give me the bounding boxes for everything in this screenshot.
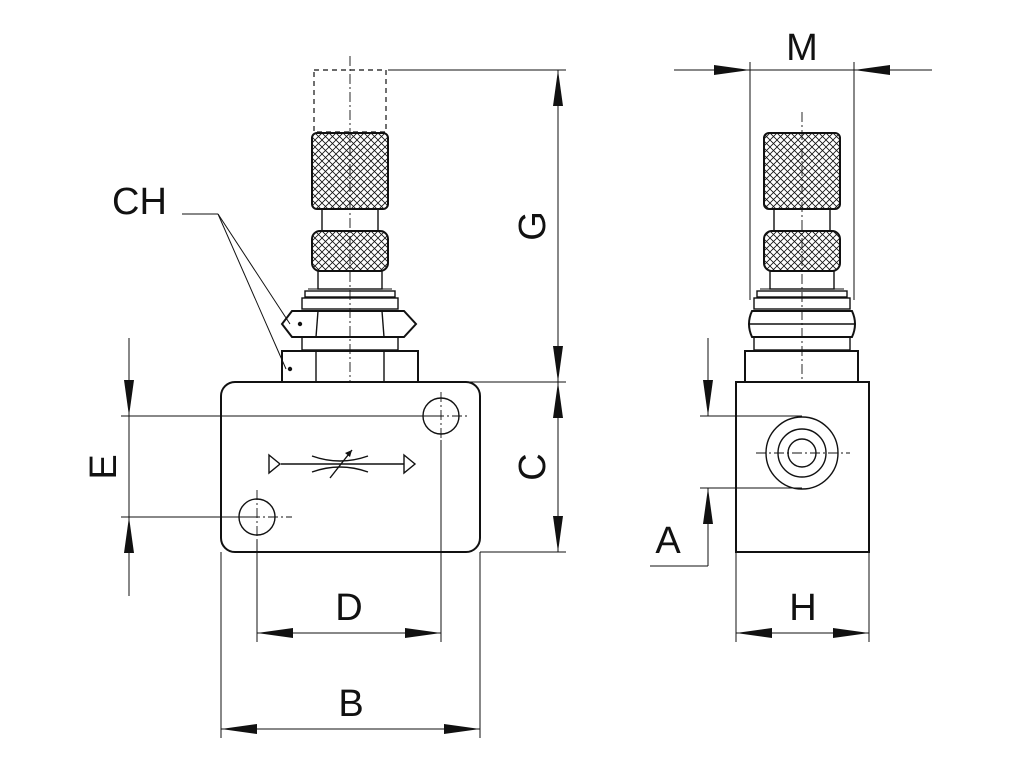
label-d: D [335,587,362,629]
label-ch: CH [112,181,167,223]
side-hex-base [744,350,859,384]
dimension-b [220,552,481,738]
label-a: A [655,520,681,562]
dimension-e [121,338,441,596]
label-m: M [786,27,818,69]
label-b: B [338,683,363,725]
dimension-c [480,382,566,553]
dimension-d [256,440,442,642]
ch-leader [182,213,291,370]
dimension-a [650,338,802,567]
dimension-h [735,552,870,642]
label-g: G [512,211,554,241]
side-view: M A H [650,27,932,642]
dimension-m [674,62,932,300]
side-valve-body [735,381,870,553]
front-view: CH G C E [83,56,566,738]
dimension-g [388,69,566,383]
label-c: C [512,453,554,480]
hex-nut [280,310,418,338]
flow-control-symbol [268,449,417,479]
label-e: E [83,454,125,479]
label-h: H [789,587,816,629]
